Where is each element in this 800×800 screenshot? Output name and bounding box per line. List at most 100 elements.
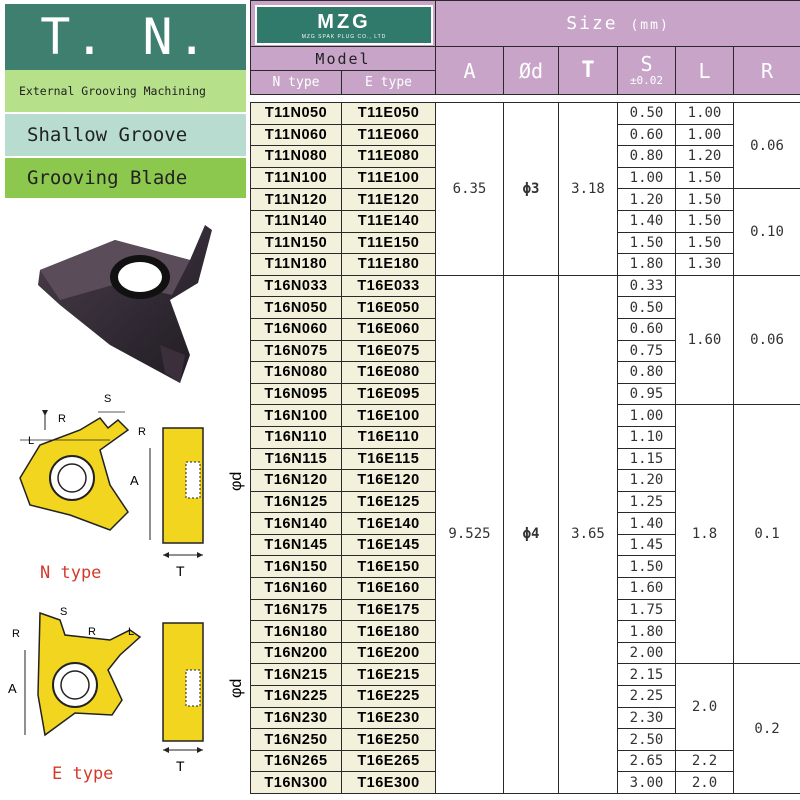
e-type-header: E type [341,70,436,95]
model-e-cell: T16E095 [341,382,436,406]
model-n-cell: T16N095 [250,382,342,406]
svg-text:R: R [12,628,20,640]
col-L-header: L [675,46,734,95]
size-S-cell: 2.15 [617,663,676,687]
model-e-cell: T16E225 [341,685,436,708]
model-e-cell: T16E033 [341,274,436,298]
model-n-cell: T16N230 [250,706,342,730]
model-e-cell: T11E120 [341,188,436,211]
size-L-cell: 1.50 [675,209,734,233]
size-L-cell: 1.50 [675,188,734,211]
svg-text:L: L [128,626,134,638]
model-n-cell: T16N080 [250,361,342,384]
size-L-cell: 1.20 [675,145,734,168]
model-e-cell: T16E120 [341,469,436,492]
model-n-cell: T16N125 [250,490,342,514]
model-e-cell: T16E230 [341,706,436,730]
model-e-cell: T16E140 [341,512,436,535]
col-R-header: R [732,46,800,95]
machining-type-label: External Grooving Machining [5,70,246,112]
model-n-cell: T16N265 [250,749,342,773]
size-S-cell: 1.80 [617,253,676,276]
col-T-header: T [558,46,618,95]
model-n-cell: T16N033 [250,274,342,298]
e-type-label: E type [52,764,114,784]
size-L-cell: 1.8 [675,404,734,665]
model-e-cell: T16E125 [341,490,436,514]
size-S-cell: 0.60 [617,317,676,341]
size-L-cell: 1.60 [675,274,734,406]
brand-logo: MZG MZG SPAK PLUG CO., LTD [255,5,433,45]
model-n-cell: T16N075 [250,339,342,363]
size-S-cell: 1.20 [617,469,676,492]
model-n-cell: T16N140 [250,512,342,535]
model-e-cell: T11E100 [341,166,436,190]
size-S-cell: 1.45 [617,533,676,557]
shallow-groove-label: Shallow Groove [5,114,246,156]
size-S-cell: 1.40 [617,512,676,535]
model-e-cell: T16E080 [341,361,436,384]
size-S-cell: 0.60 [617,123,676,147]
svg-text:L: L [28,435,34,447]
model-e-cell: T11E140 [341,209,436,233]
model-n-cell: T11N180 [250,253,342,276]
model-n-cell: T16N060 [250,317,342,341]
size-R-cell: 0.1 [732,404,800,665]
model-e-cell: T16E145 [341,533,436,557]
size-S-cell: 0.75 [617,339,676,363]
size-L-cell: 1.00 [675,123,734,147]
model-e-cell: T11E060 [341,123,436,147]
model-header: Model [250,46,436,71]
svg-text:T: T [176,563,185,579]
model-e-cell: T16E060 [341,317,436,341]
product-code-title: T. N. [5,4,246,70]
model-n-cell: T11N050 [250,102,342,125]
size-S-cell: 0.95 [617,382,676,406]
size-L-cell: 1.50 [675,166,734,190]
size-R-cell: 0.06 [732,274,800,406]
size-L-cell: 1.50 [675,231,734,255]
e-type-diagram: S R R L A T φd [8,606,245,774]
model-n-cell: T11N080 [250,145,342,168]
size-L-cell: 2.0 [675,771,734,794]
size-R-cell: 0.06 [732,101,800,190]
model-n-cell: T16N200 [250,641,342,665]
size-S-cell: 1.75 [617,598,676,622]
model-e-cell: T16E175 [341,598,436,622]
model-n-cell: T16N300 [250,771,342,794]
model-n-cell: T16N150 [250,555,342,579]
col-A-header: A [435,46,504,95]
size-S-cell: 2.50 [617,728,676,751]
model-e-cell: T11E180 [341,253,436,276]
size-label: Size [566,13,618,34]
size-L-cell: 2.2 [675,749,734,773]
size-table: MZG MZG SPAK PLUG CO., LTD Size (mm) Mod… [250,0,800,800]
col-S-header: S±0.02 [617,46,676,95]
model-e-cell: T16E250 [341,728,436,751]
size-S-cell: 2.30 [617,706,676,730]
col-S-label: S [640,52,653,76]
size-S-cell: 2.65 [617,749,676,773]
svg-text:φd: φd [228,679,245,698]
model-n-cell: T11N140 [250,209,342,233]
model-n-cell: T16N100 [250,404,342,427]
spec-table: MZG MZG SPAK PLUG CO., LTD Size (mm) Mod… [250,0,800,795]
size-S-cell: 1.25 [617,490,676,514]
size-S-cell: 1.40 [617,209,676,233]
model-e-cell: T11E050 [341,102,436,125]
size-S-cell: 1.50 [617,555,676,579]
size-S-cell: 2.25 [617,685,676,708]
size-R-cell: 0.10 [732,188,800,276]
